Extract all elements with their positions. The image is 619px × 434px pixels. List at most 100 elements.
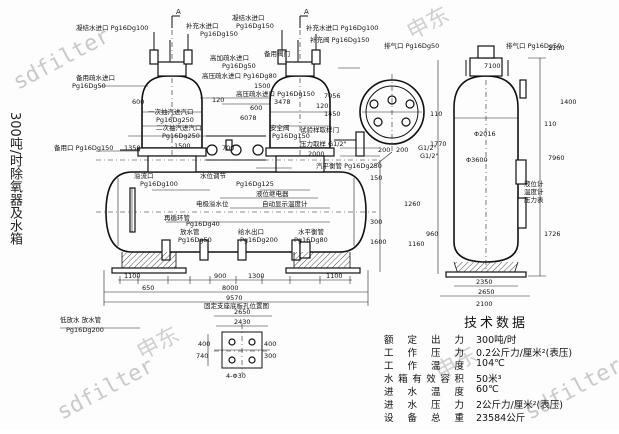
svg-text:1300: 1300: [248, 272, 265, 280]
label-drain-spec: Pg16Dg50: [178, 236, 212, 244]
svg-text:2350: 2350: [476, 278, 493, 286]
svg-text:900: 900: [214, 272, 226, 280]
section-a-right: A: [304, 8, 309, 16]
svg-text:1100: 1100: [326, 272, 343, 280]
svg-text:7056: 7056: [324, 92, 341, 100]
label-recycle-spec: Pg16Dg40: [186, 220, 220, 228]
label-makeup-inlet-2: 补充水进口 Pg16Dg100: [306, 23, 378, 32]
tech-row: 工作压力 0.2公斤力/厘米²(表压): [384, 345, 614, 359]
label-backup-valve: 备用阀门: [264, 49, 290, 58]
svg-text:600: 600: [250, 104, 262, 112]
svg-text:120: 120: [212, 96, 224, 104]
label-steam-balance: 汽平衡管 Pg16Dg250: [316, 161, 382, 170]
label-outlet-spec: Pg16Dg200: [240, 236, 278, 244]
svg-text:Φ3600: Φ3600: [466, 156, 488, 164]
svg-text:2650: 2650: [234, 308, 251, 316]
label-low-pump: 低放水 放水管: [60, 315, 102, 324]
svg-text:1726: 1726: [544, 230, 561, 238]
svg-text:1260: 1260: [404, 200, 421, 208]
section-a-left: A: [176, 8, 181, 16]
svg-text:200: 200: [378, 146, 390, 154]
label-cond-inlet-2-spec: Pg16Dg150: [236, 22, 274, 30]
tech-data-title: 技术数据: [464, 316, 529, 331]
watermark-4: sdfilter: [53, 353, 158, 425]
label-bolt-holes: 4-Φ30: [226, 372, 246, 380]
end-view: [359, 45, 527, 282]
support-plate-detail: [207, 315, 272, 374]
svg-text:110: 110: [544, 120, 556, 128]
tech-row-label: 额定出力: [384, 335, 464, 346]
tech-row-label: 水箱有效容积: [384, 374, 464, 385]
tech-row-label: 工作压力: [384, 348, 464, 359]
tech-row-label: 工作温度: [384, 361, 464, 372]
label-drain: 放水管: [180, 227, 200, 236]
tech-row-value: 50米³: [476, 374, 502, 385]
dimension-lines: [103, 15, 546, 306]
label-level-relay: 液位继电器: [256, 189, 289, 198]
label-side-pressure: 压力表: [524, 195, 544, 204]
svg-text:300: 300: [370, 218, 382, 226]
svg-text:7960: 7960: [548, 154, 565, 162]
svg-text:740: 740: [196, 352, 208, 360]
label-makeup-valve: 补充阀 Pg16Dg150: [310, 35, 369, 44]
label-secondary-steam: 二次抽汽进汽口: [156, 123, 202, 132]
label-side-level: 液位计: [524, 179, 544, 188]
label-backup-drain: 备用疏水进口: [76, 73, 115, 82]
tech-row-label: 进水压力: [384, 400, 464, 411]
tech-row: 工作温度 104℃: [384, 358, 614, 372]
svg-text:110: 110: [430, 110, 442, 118]
svg-text:1500: 1500: [254, 82, 271, 90]
label-hp-drain-3: 高压疏水进口 Pg16Dg150: [236, 89, 315, 98]
label-exhaust-right: 排气口 Pg16Dg50: [506, 41, 561, 50]
tech-row: 设备总重 23584公斤: [384, 410, 614, 424]
label-hp-drain-2: 高加疏水进口: [210, 53, 249, 62]
dimension-texts: 120 600 1350 1500 6078 7056 120 3478 145…: [124, 44, 577, 360]
tech-row-value: 2公斤力/厘米²(表压): [476, 400, 563, 411]
svg-text:1400: 1400: [560, 98, 577, 106]
label-overflow: 溢流口: [134, 171, 154, 180]
label-primary-steam-spec: Pg16Dg250: [156, 116, 194, 124]
tech-data-panel: 技术数据 额定出力 300吨/时 工作压力 0.2公斤力/厘米²(表压) 工作温…: [384, 308, 614, 428]
side-title: 300吨/时除氧器及水箱: [7, 112, 22, 246]
tech-row: 进水压力 2公斤力/厘米²(表压): [384, 397, 614, 411]
svg-text:200: 200: [396, 146, 408, 154]
tech-row: 进水温度 60℃: [384, 384, 614, 398]
svg-text:9570: 9570: [226, 294, 243, 302]
svg-text:960: 960: [426, 230, 438, 238]
label-cond-inlet: 凝结水进口 Pg16Dg100: [76, 23, 148, 32]
label-signal: 自动显示温度计: [262, 199, 308, 208]
label-low-pump-spec: Pg16Dg200: [66, 326, 104, 334]
support-plate-title: 固定支座底板孔位置图: [204, 301, 269, 310]
svg-text:1600: 1600: [370, 238, 387, 246]
label-safety-valve: 安全阀: [270, 123, 290, 132]
label-side-temp: 温度计: [524, 187, 544, 196]
svg-text:Φ2016: Φ2016: [474, 130, 496, 138]
svg-text:1350: 1350: [124, 144, 141, 152]
label-water-level: 水位调节: [200, 171, 227, 180]
label-recycle: 再循环管: [164, 213, 191, 222]
deaerator-left: [137, 30, 207, 173]
tech-row: 水箱有效容积 50米³: [384, 371, 614, 385]
svg-text:1100: 1100: [124, 272, 141, 280]
svg-text:300: 300: [264, 352, 276, 360]
label-backup-port: 备用口 Pg16Dg150: [54, 143, 113, 152]
label-overflow-spec: Pg16Dg100: [140, 180, 178, 188]
svg-text:400: 400: [264, 340, 276, 348]
tech-row-label: 进水温度: [384, 387, 464, 398]
tech-row: 额定出力 300吨/时: [384, 332, 614, 346]
svg-text:120: 120: [316, 102, 328, 110]
svg-text:1450: 1450: [324, 110, 341, 118]
tech-row-value: 104℃: [476, 358, 505, 369]
svg-text:6078: 6078: [240, 114, 257, 122]
svg-text:700: 700: [222, 144, 234, 152]
tech-row-label: 设备总重: [384, 413, 464, 424]
svg-text:2650: 2650: [478, 288, 495, 296]
svg-text:7100: 7100: [484, 62, 501, 70]
label-balance-spec: Pg16Dg80: [294, 236, 328, 244]
svg-text:1160: 1160: [408, 240, 425, 248]
label-makeup-inlet: 补充水进口: [186, 21, 219, 30]
label-g12: G1/2": [420, 152, 439, 160]
svg-text:3478: 3478: [274, 98, 291, 106]
